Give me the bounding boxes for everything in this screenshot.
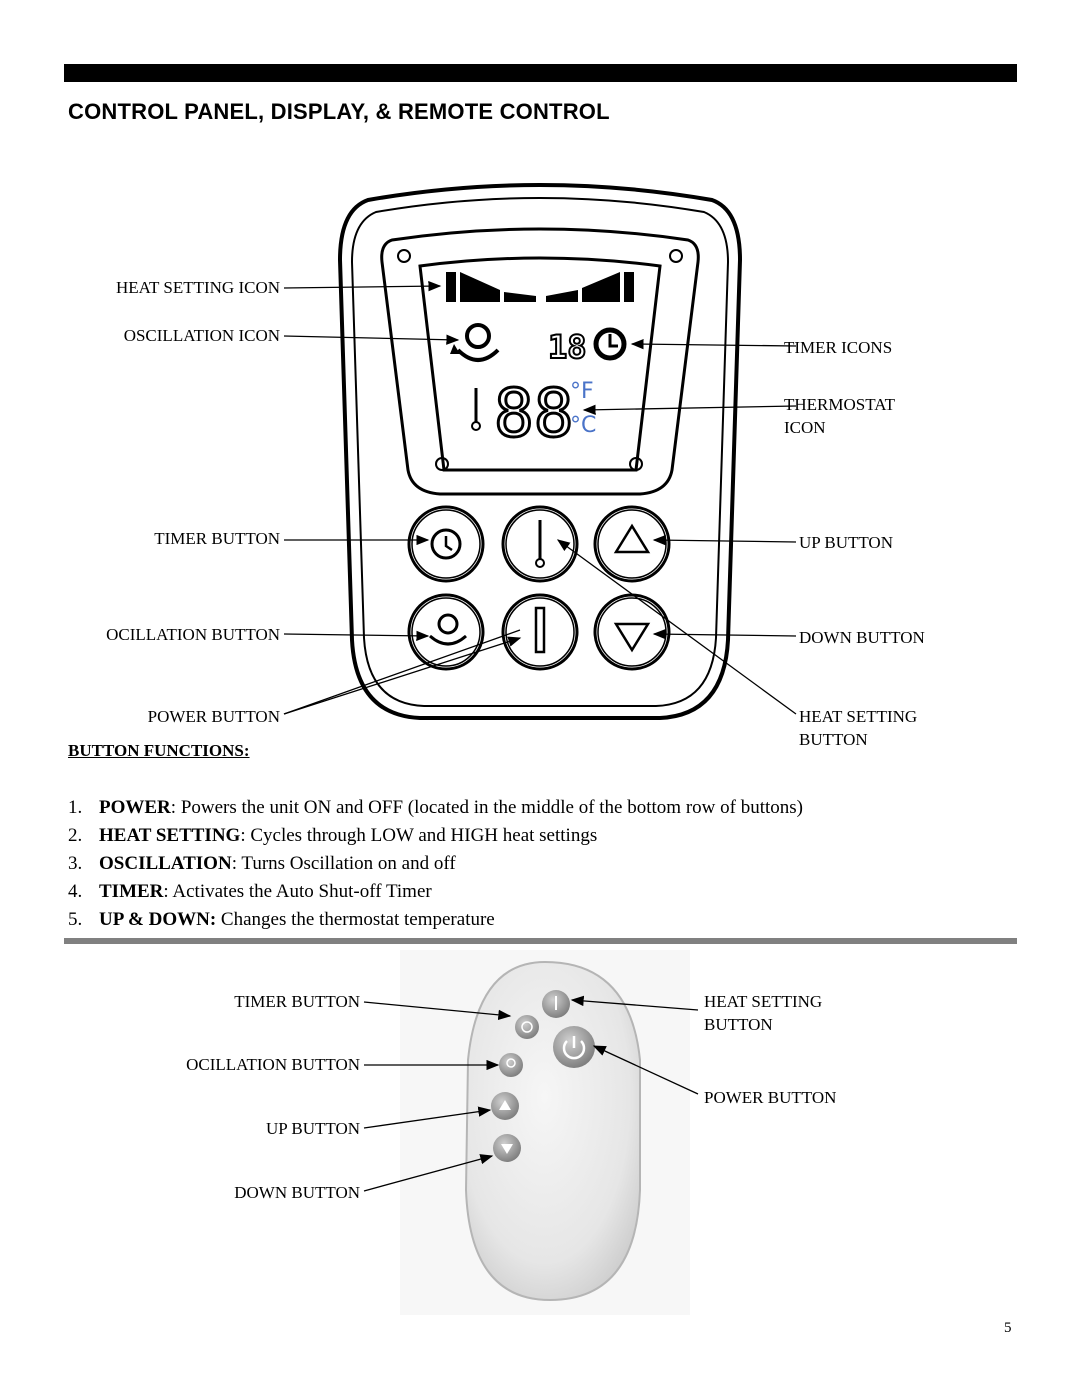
timer-button[interactable]	[407, 505, 485, 583]
remote-label-down-button: DOWN BUTTON	[234, 1183, 360, 1202]
label-oscillation-icon: OSCILLATION ICON	[123, 326, 280, 345]
screw-icon	[629, 457, 643, 471]
oscillation-icon	[506, 1058, 516, 1068]
heat-setting-button[interactable]	[501, 505, 579, 583]
label-timer-button: TIMER BUTTON	[154, 529, 280, 548]
remote-heat-setting-button[interactable]	[542, 990, 570, 1018]
heat-setting-icon	[446, 272, 634, 302]
screw-icon	[669, 249, 683, 263]
clock-icon	[521, 1021, 533, 1033]
up-triangle-icon	[499, 1100, 511, 1110]
label-heat-setting-button-line1: HEAT SETTING	[799, 707, 918, 726]
down-triangle-icon	[613, 622, 651, 653]
down-button[interactable]	[593, 593, 671, 671]
control-panel: 18 88 °F °C	[337, 183, 743, 720]
remote-down-button[interactable]	[493, 1134, 521, 1162]
function-item: 4.TIMER: Activates the Auto Shut-off Tim…	[68, 881, 432, 902]
oscillation-icon	[450, 323, 500, 362]
functions-list: 1.POWER: Powers the unit ON and OFF (loc…	[68, 794, 803, 934]
remote-oscillation-button[interactable]	[499, 1053, 523, 1077]
oscillation-icon	[437, 613, 459, 635]
screw-icon	[435, 457, 449, 471]
temperature-digits: 88	[494, 375, 573, 452]
remote-leader-lines	[363, 995, 699, 1192]
thermometer-icon	[471, 388, 481, 431]
remote-power-button[interactable]	[553, 1026, 595, 1068]
remote-up-button[interactable]	[491, 1092, 519, 1120]
label-oscillation-button: OCILLATION BUTTON	[106, 625, 280, 644]
timer-digits: 18	[547, 327, 588, 367]
oscillation-button[interactable]	[407, 593, 485, 671]
panel-leader-lines	[283, 280, 797, 715]
power-bar-icon	[534, 606, 546, 654]
top-rule	[64, 64, 1017, 82]
remote-label-oscillation-button: OCILLATION BUTTON	[186, 1055, 360, 1074]
label-thermostat-icon-line2: ICON	[784, 418, 826, 437]
section-divider	[64, 938, 1017, 944]
label-heat-setting-button-line2: BUTTON	[799, 730, 868, 749]
up-button[interactable]	[593, 505, 671, 583]
label-power-button: POWER BUTTON	[147, 707, 280, 726]
label-timer-icons: TIMER ICONS	[784, 338, 893, 357]
label-down-button: DOWN BUTTON	[799, 628, 925, 647]
function-item: 5.UP & DOWN: Changes the thermostat temp…	[68, 909, 495, 930]
remote-label-up-button: UP BUTTON	[266, 1119, 360, 1138]
unit-f: °F	[570, 379, 594, 404]
down-triangle-icon	[501, 1144, 513, 1154]
svg-text:18: 18	[548, 328, 587, 366]
remote-control	[400, 950, 690, 1315]
remote-label-heat-setting-line1: HEAT SETTING	[704, 992, 823, 1011]
up-triangle-icon	[613, 523, 651, 554]
clock-icon	[430, 528, 462, 560]
remote-label-power-button: POWER BUTTON	[704, 1088, 837, 1107]
label-thermostat-icon-line1: THERMOSTAT	[784, 395, 896, 414]
unit-c: °C	[570, 413, 596, 438]
power-button[interactable]	[501, 593, 579, 671]
remote-label-timer-button: TIMER BUTTON	[234, 992, 360, 1011]
function-item: 3.OSCILLATION: Turns Oscillation on and …	[68, 853, 456, 874]
function-item: 1.POWER: Powers the unit ON and OFF (loc…	[68, 797, 803, 818]
page-heading: CONTROL PANEL, DISPLAY, & REMOTE CONTROL	[68, 99, 610, 124]
remote-label-heat-setting-line2: BUTTON	[704, 1015, 773, 1034]
remote-timer-button[interactable]	[515, 1015, 539, 1039]
page-number: 5	[1004, 1320, 1012, 1336]
screw-icon	[397, 249, 411, 263]
label-heat-setting-icon: HEAT SETTING ICON	[115, 278, 280, 297]
clock-icon	[593, 327, 627, 361]
power-icon	[562, 1040, 586, 1060]
function-item: 2.HEAT SETTING: Cycles through LOW and H…	[68, 825, 598, 846]
label-up-button: UP BUTTON	[799, 533, 893, 552]
functions-heading: BUTTON FUNCTIONS:	[68, 741, 250, 760]
